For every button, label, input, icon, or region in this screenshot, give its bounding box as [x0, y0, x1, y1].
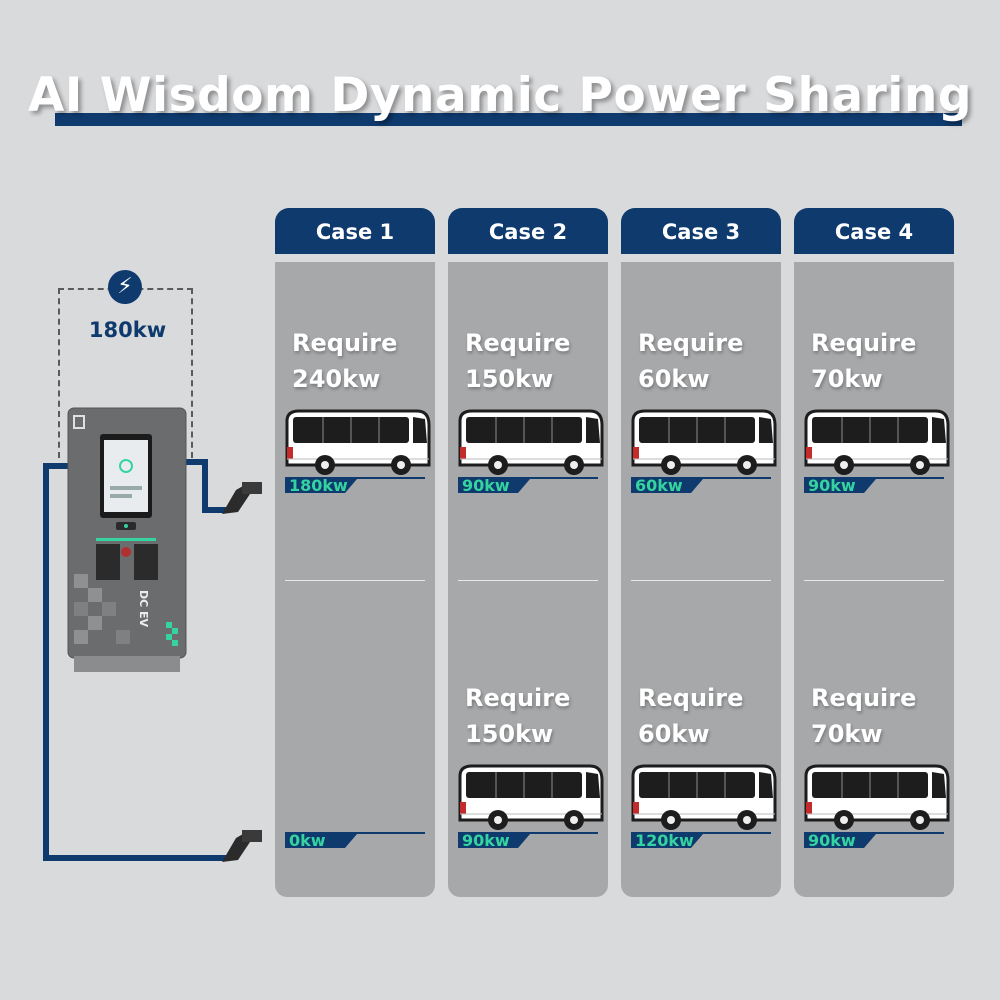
- charging-gun-bottom-icon: [222, 830, 262, 862]
- power-requirement: Require 70kw: [811, 680, 951, 752]
- requirement-label: Require: [638, 329, 744, 357]
- vehicle-slot-1: Require 150kw 90kw: [448, 325, 608, 525]
- vehicle-slot-1: Require 60kw 60kw: [621, 325, 781, 525]
- bus-icon: [802, 762, 952, 832]
- requirement-label: Require: [292, 329, 398, 357]
- requirement-label: Require: [811, 329, 917, 357]
- requirement-value: 60kw: [638, 365, 710, 393]
- case-column-1: Require 240kw 180kw 0kw: [275, 262, 435, 897]
- allocated-power: 60kw: [631, 476, 771, 495]
- case-header-3: Case 3: [621, 208, 781, 254]
- column-divider: [631, 580, 771, 581]
- charger-power-frame: [58, 288, 193, 458]
- allocated-power: 90kw: [804, 476, 944, 495]
- case-header-2: Case 2: [448, 208, 608, 254]
- power-requirement: Require 60kw: [638, 325, 778, 397]
- charging-gun-top-icon: [222, 482, 262, 514]
- power-requirement: Require 240kw: [292, 325, 432, 397]
- vehicle-slot-2: Require 60kw 120kw: [621, 680, 781, 880]
- requirement-value: 60kw: [638, 720, 710, 748]
- allocated-power-value: 90kw: [462, 831, 510, 850]
- bus-icon: [456, 762, 606, 832]
- charger-total-power: 180kw: [88, 318, 167, 342]
- page-title: AI Wisdom Dynamic Power Sharing: [27, 68, 973, 123]
- allocated-power-value: 60kw: [635, 476, 683, 495]
- vehicle-slot-2: Require 70kw 90kw: [794, 680, 954, 880]
- bus-icon: [283, 407, 433, 477]
- allocated-power: 90kw: [804, 831, 944, 850]
- vehicle-slot-1: Require 240kw 180kw: [275, 325, 435, 525]
- allocated-power-value: 0kw: [289, 831, 326, 850]
- requirement-label: Require: [638, 684, 744, 712]
- vehicle-slot-1: Require 70kw 90kw: [794, 325, 954, 525]
- power-requirement: Require 60kw: [638, 680, 778, 752]
- allocated-power-value: 90kw: [808, 476, 856, 495]
- vehicle-slot-2: 0kw: [275, 680, 435, 880]
- allocated-power-value: 90kw: [808, 831, 856, 850]
- cable-bottom: [43, 463, 226, 861]
- requirement-label: Require: [465, 684, 571, 712]
- bus-icon: [629, 407, 779, 477]
- allocated-power: 90kw: [458, 476, 598, 495]
- power-requirement: Require 150kw: [465, 680, 605, 752]
- case-header-4: Case 4: [794, 208, 954, 254]
- power-requirement: Require 150kw: [465, 325, 605, 397]
- cable-top: [186, 459, 226, 513]
- requirement-value: 70kw: [811, 720, 883, 748]
- lightning-bolt-icon: ⚡: [108, 270, 142, 304]
- allocated-power: 120kw: [631, 831, 771, 850]
- title-area: AI Wisdom Dynamic Power Sharing: [0, 0, 1000, 140]
- allocated-power: 90kw: [458, 831, 598, 850]
- bus-icon: [802, 407, 952, 477]
- column-divider: [285, 580, 425, 581]
- requirement-label: Require: [811, 684, 917, 712]
- requirement-label: Require: [465, 329, 571, 357]
- requirement-value: 150kw: [465, 720, 554, 748]
- bus-icon: [629, 762, 779, 832]
- charger-cabinet-icon: [67, 407, 187, 672]
- column-divider: [804, 580, 944, 581]
- allocated-power: 180kw: [285, 476, 425, 495]
- requirement-value: 150kw: [465, 365, 554, 393]
- bus-icon: [456, 407, 606, 477]
- requirement-value: 240kw: [292, 365, 381, 393]
- requirement-value: 70kw: [811, 365, 883, 393]
- allocated-power: 0kw: [285, 831, 425, 850]
- column-divider: [458, 580, 598, 581]
- allocated-power-value: 90kw: [462, 476, 510, 495]
- title-underline-bar: [55, 113, 962, 126]
- allocated-power-value: 120kw: [635, 831, 694, 850]
- charger-label: DC EV: [137, 590, 150, 628]
- allocated-power-value: 180kw: [289, 476, 348, 495]
- power-requirement: Require 70kw: [811, 325, 951, 397]
- case-header-1: Case 1: [275, 208, 435, 254]
- vehicle-slot-2: Require 150kw 90kw: [448, 680, 608, 880]
